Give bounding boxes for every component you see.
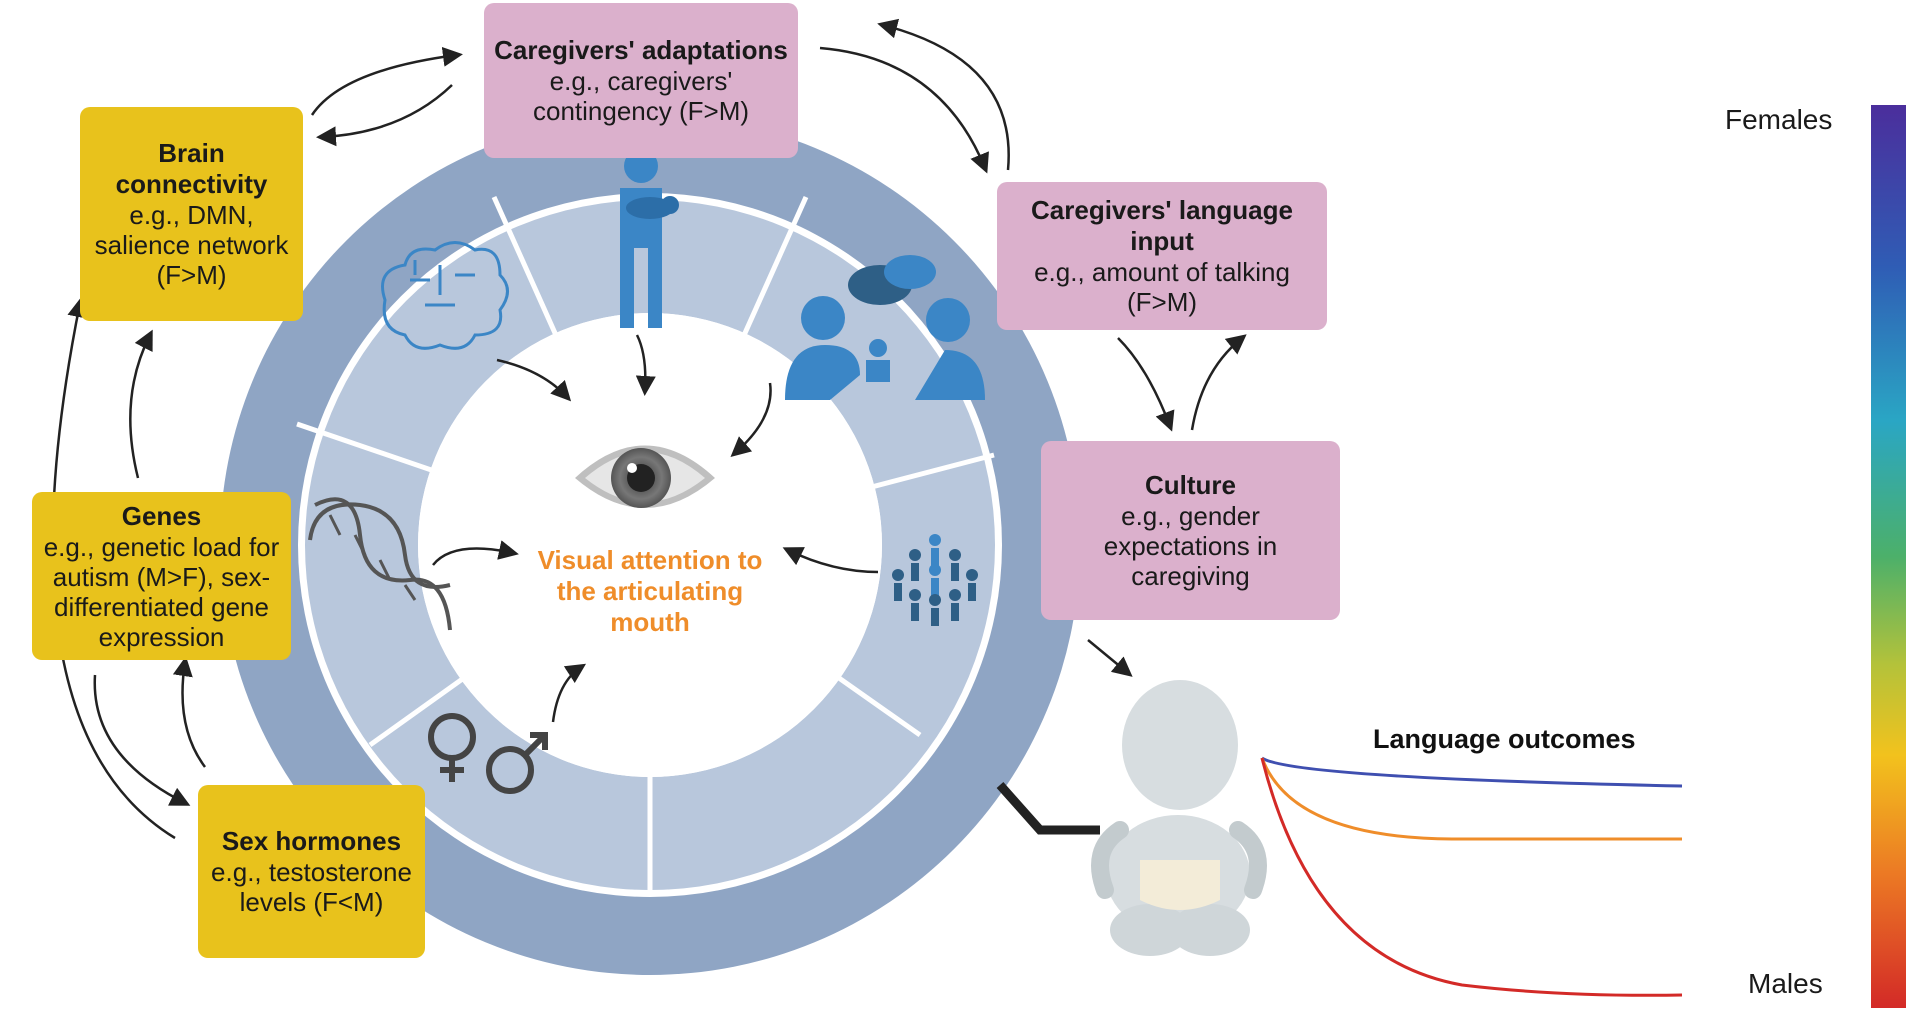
sex-hormones-body: e.g., testosterone levels (F<M) [211,857,412,917]
genes-title: Genes [121,500,202,531]
sex-symbols-icon [428,713,548,794]
culture-title: Culture [1145,470,1236,500]
brain-icon [381,241,509,350]
legend-bottom-label: Males [1748,968,1823,999]
arrows-to-center [432,334,879,723]
caregivers-language-input-title: Caregivers' language input [1031,195,1293,256]
brain-connectivity-body: e.g., DMN, salience network (F>M) [94,200,289,290]
center-label: Visual attention to the articulating mou… [537,545,763,637]
legend-top-label: Females [1725,104,1833,135]
language-outcomes-title: Language outcomes [1373,724,1636,754]
curve-middle [1260,757,1682,841]
talking-caregivers-icon [785,255,985,400]
caregivers-language-input-box: Caregivers' language input e.g., amount … [997,182,1327,330]
brain-connectivity-box: Brain connectivity e.g., DMN, salience n… [80,107,303,321]
eye-icon [575,445,715,508]
genes-body: e.g., genetic load for autism (M>F), sex… [43,531,280,652]
cycle-arrows [51,18,1247,840]
culture-box: Culture e.g., gender expectations in car… [1041,441,1340,620]
curve-males [1260,757,1683,997]
caregivers-adaptations-box: Caregivers' adaptations e.g., caregivers… [484,3,798,158]
genes-box: Genes e.g., genetic load for autism (M>F… [32,492,291,660]
brain-connectivity-title: Brain connectivity [115,138,268,199]
baby-icon [1091,680,1267,956]
sex-hormones-title: Sex hormones [221,826,402,856]
language-outcome-curves [1260,756,1683,997]
caregivers-language-input-body: e.g., amount of talking (F>M) [1034,257,1290,317]
people-network-icon [892,534,978,626]
connector-line [996,782,1100,835]
caregiver-holding-baby-icon [620,149,679,328]
culture-body: e.g., gender expectations in caregiving [1103,501,1278,591]
sex-hormones-box: Sex hormones e.g., testosterone levels (… [198,785,425,958]
curve-females [1261,756,1683,788]
caregivers-adaptations-title: Caregivers' adaptations [494,35,788,65]
caregivers-adaptations-body: e.g., caregivers' contingency (F>M) [532,66,750,126]
sex-spectrum-bar [1871,105,1906,1008]
dna-icon [308,497,452,631]
